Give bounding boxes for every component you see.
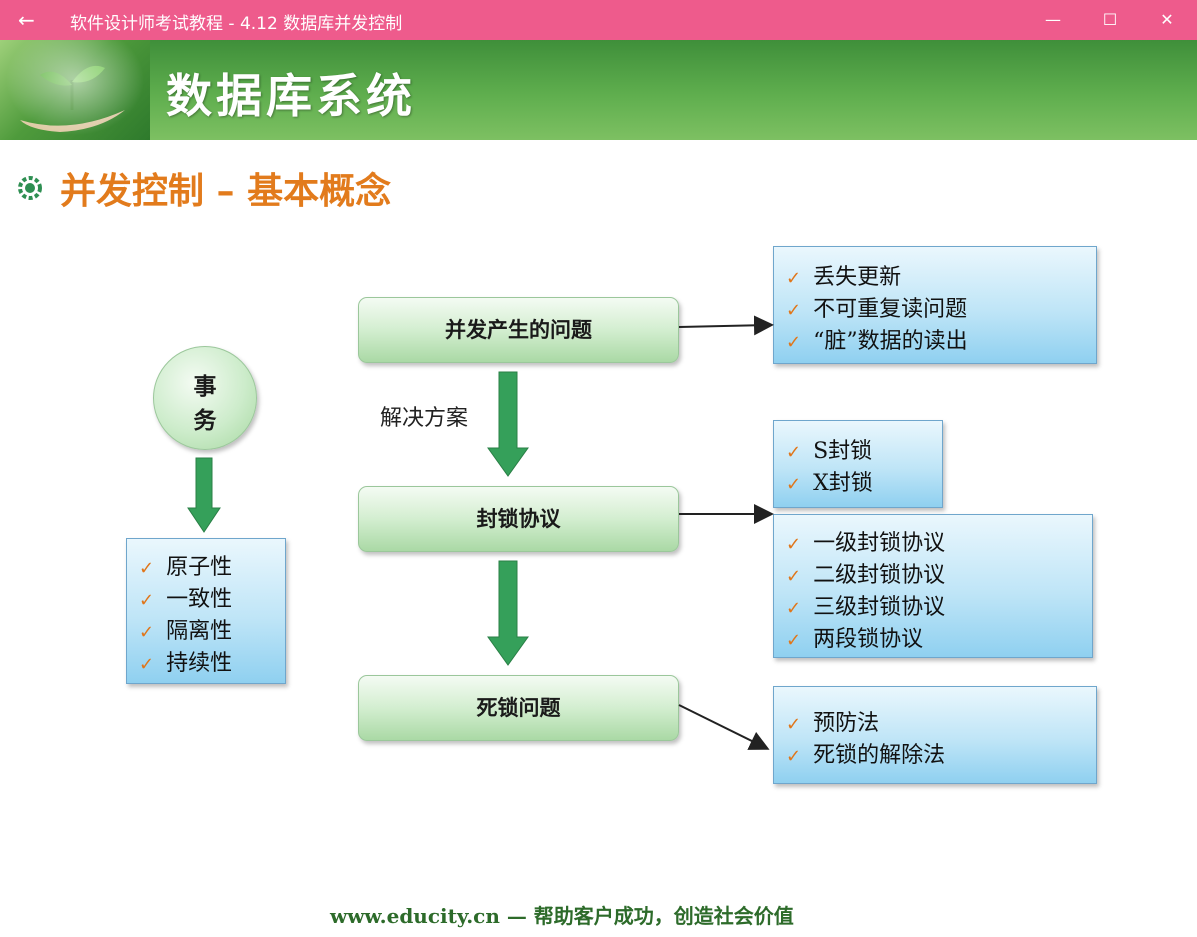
list-item: ✓“脏”数据的读出 bbox=[786, 329, 968, 354]
window-title: 软件设计师考试教程 - 4.12 数据库并发控制 bbox=[70, 14, 403, 34]
down-arrow-locking bbox=[487, 560, 529, 666]
list-item: ✓两段锁协议 bbox=[786, 627, 924, 652]
list-item: ✓不可重复读问题 bbox=[786, 297, 968, 322]
check-icon: ✓ bbox=[786, 300, 802, 321]
list-item: ✓原子性 bbox=[139, 555, 233, 580]
check-icon: ✓ bbox=[786, 714, 802, 735]
check-icon: ✓ bbox=[786, 474, 802, 495]
footer-slogan: www.educity.cn — 帮助客户成功，创造社会价值 bbox=[330, 904, 794, 928]
check-icon: ✓ bbox=[786, 332, 802, 353]
check-icon: ✓ bbox=[786, 442, 802, 463]
list-item: ✓S封锁 bbox=[786, 439, 873, 464]
check-icon: ✓ bbox=[786, 566, 802, 587]
title-bar: ← 软件设计师考试教程 - 4.12 数据库并发控制 — ☐ ✕ bbox=[0, 0, 1197, 40]
list-item: ✓预防法 bbox=[786, 711, 880, 736]
transaction-label-2: 务 bbox=[193, 407, 217, 434]
deadlock-solutions-box: ✓预防法 ✓死锁的解除法 bbox=[773, 686, 1097, 784]
check-icon: ✓ bbox=[786, 598, 802, 619]
close-icon[interactable]: ✕ bbox=[1160, 10, 1174, 29]
concurrency-problems-box: 并发产生的问题 bbox=[358, 297, 679, 363]
minimize-icon[interactable]: — bbox=[1045, 10, 1061, 29]
problems-list-box: ✓丢失更新 ✓不可重复读问题 ✓“脏”数据的读出 bbox=[773, 246, 1097, 364]
check-icon: ✓ bbox=[786, 630, 802, 651]
list-item: ✓隔离性 bbox=[139, 619, 233, 644]
lock-protocols-box: ✓一级封锁协议 ✓二级封锁协议 ✓三级封锁协议 ✓两段锁协议 bbox=[773, 514, 1093, 658]
back-arrow-icon[interactable]: ← bbox=[18, 8, 35, 32]
section-heading: 并发控制 – 基本概念 bbox=[60, 170, 392, 212]
list-item: ✓丢失更新 bbox=[786, 265, 902, 290]
locking-protocol-box: 封锁协议 bbox=[358, 486, 679, 552]
down-arrow-resolve bbox=[487, 371, 529, 477]
list-item: ✓X封锁 bbox=[786, 471, 873, 496]
check-icon: ✓ bbox=[139, 622, 155, 643]
gear-bullet-icon bbox=[18, 176, 42, 200]
diagram-arrows bbox=[187, 315, 774, 750]
list-item: ✓持续性 bbox=[139, 651, 233, 676]
arrow-to-problems bbox=[678, 315, 774, 336]
lock-types-box: ✓S封锁 ✓X封锁 bbox=[773, 420, 943, 508]
list-item: ✓一致性 bbox=[139, 587, 233, 612]
down-arrow-transaction bbox=[187, 457, 221, 533]
check-icon: ✓ bbox=[139, 590, 155, 611]
check-icon: ✓ bbox=[786, 268, 802, 289]
list-item: ✓一级封锁协议 bbox=[786, 531, 946, 556]
slide-banner: 数据库系统 bbox=[0, 40, 1197, 140]
maximize-icon[interactable]: ☐ bbox=[1102, 10, 1118, 29]
transaction-circle: 事 务 bbox=[153, 346, 257, 450]
banner-photo bbox=[0, 40, 150, 140]
list-item: ✓三级封锁协议 bbox=[786, 595, 946, 620]
check-icon: ✓ bbox=[139, 654, 155, 675]
slide: 数据库系统 并发控制 – 基本概念 事 务 ✓原子性 ✓一致性 ✓隔离性 ✓持续… bbox=[0, 40, 1197, 937]
deadlock-box: 死锁问题 bbox=[358, 675, 679, 741]
check-icon: ✓ bbox=[786, 746, 802, 767]
transaction-label-1: 事 bbox=[193, 373, 217, 400]
acid-properties-box: ✓原子性 ✓一致性 ✓隔离性 ✓持续性 bbox=[126, 538, 286, 684]
arrow-to-deadlock-solutions bbox=[678, 704, 770, 750]
check-icon: ✓ bbox=[786, 534, 802, 555]
resolve-label: 解决方案 bbox=[380, 406, 469, 431]
check-icon: ✓ bbox=[139, 558, 155, 579]
banner-title: 数据库系统 bbox=[166, 69, 416, 123]
list-item: ✓二级封锁协议 bbox=[786, 563, 946, 588]
list-item: ✓死锁的解除法 bbox=[786, 743, 946, 768]
